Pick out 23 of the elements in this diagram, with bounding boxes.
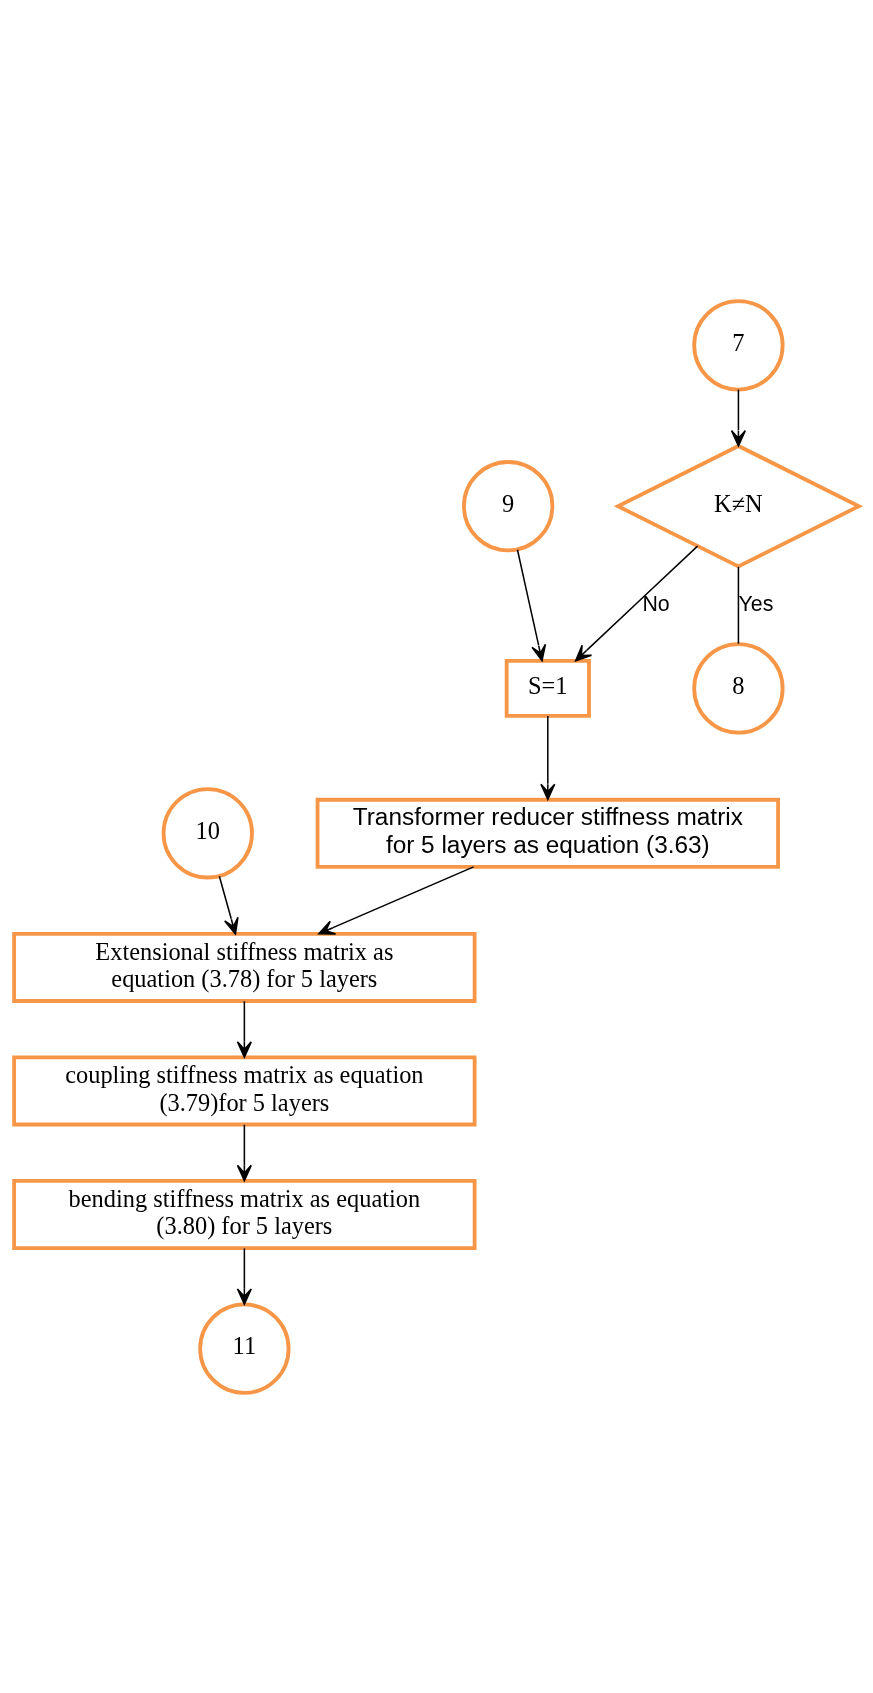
node-box: Extensional stiffness matrix as equation (3.78) for 5 layers	[12, 931, 477, 1003]
arrow	[318, 865, 475, 935]
node-box: Transformer reducer stiffness matrix for 5 layers as equation (3.63)	[315, 797, 780, 869]
node-box: S=1	[504, 658, 591, 718]
node-circle: 9	[462, 459, 555, 552]
edge-label: Yes	[738, 591, 774, 616]
arrow	[218, 875, 239, 935]
arrow	[236, 1000, 252, 1058]
node-box: bending stiffness matrix as equation (3.80) for 5 layers	[12, 1178, 477, 1250]
arrow	[574, 544, 699, 661]
arrow	[516, 548, 547, 661]
node-box: coupling stiffness matrix as equation (3.79)for 5 layers	[12, 1055, 477, 1126]
node-circle: 7	[692, 298, 785, 391]
node-circle: 11	[198, 1302, 291, 1395]
arrow	[236, 1123, 252, 1181]
arrow	[236, 1247, 252, 1305]
node-circle: 8	[692, 641, 785, 735]
node-circle: 10	[161, 786, 254, 879]
edge-label: No	[642, 591, 670, 616]
arrow	[730, 388, 747, 447]
connector	[737, 565, 740, 644]
node-diamond: K≠N	[613, 443, 864, 569]
arrow	[540, 714, 556, 800]
